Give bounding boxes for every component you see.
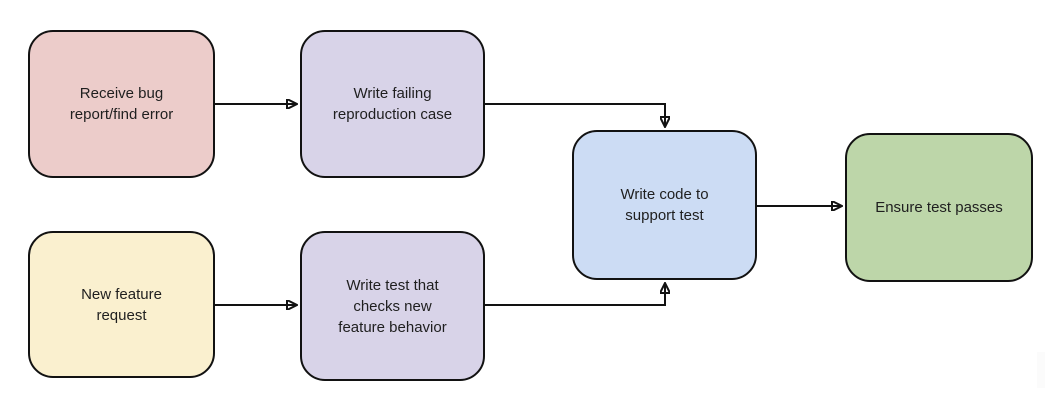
node-label: Write test that checks new feature behav… [338, 276, 447, 336]
node-label: Write failing reproduction case [332, 85, 453, 123]
node-label: Write code to support test [620, 186, 709, 224]
node-ensure-test-passes: Ensure test passes [845, 133, 1033, 282]
edge-write-failing-to-write-code [485, 103, 665, 126]
node-write-test-checks-behavior: Write test that checks new feature behav… [300, 231, 485, 381]
node-new-feature-request: New feature request [28, 231, 215, 378]
node-write-failing-reproduction-case: Write failing reproduction case [300, 30, 485, 178]
faint-vertical-bar [1037, 352, 1045, 388]
node-label: Ensure test passes [875, 199, 1003, 216]
node-receive-bug-report: Receive bug report/find error [28, 30, 215, 178]
node-write-code-to-support-test: Write code to support test [572, 130, 757, 280]
edge-write-test-to-write-code [485, 284, 665, 306]
node-label: New feature request [81, 285, 162, 324]
node-label: Receive bug report/find error [69, 85, 174, 123]
